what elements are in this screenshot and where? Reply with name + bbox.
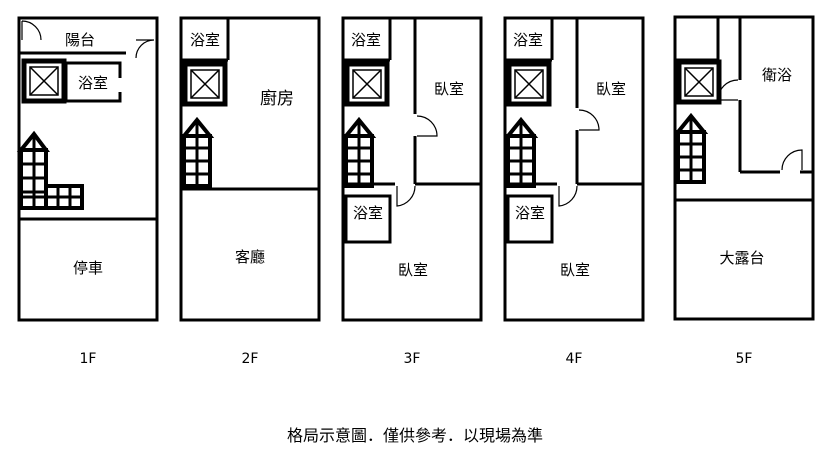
floor-label-4f: 4F <box>566 351 583 367</box>
room-label-parking: 停車 <box>73 259 103 277</box>
staircase-icon <box>506 118 536 188</box>
room-label-bathroom-top: 浴室 <box>351 31 381 49</box>
door-icon <box>21 20 42 41</box>
floor-label-3f: 3F <box>404 351 421 367</box>
floor-plan-5f: 衛浴 大露台 <box>673 15 815 321</box>
elevator-shaft-icon <box>509 64 549 104</box>
room-label-bathroom: 衛浴 <box>762 66 792 84</box>
room-label-bathroom-top: 浴室 <box>513 31 543 49</box>
staircase-icon <box>16 130 84 210</box>
floor-plan-4f: 浴室 臥室 浴室 臥室 <box>503 16 645 322</box>
room-label-balcony: 陽台 <box>65 31 95 49</box>
room-label-terrace: 大露台 <box>719 249 764 267</box>
door-icon <box>416 115 438 137</box>
room-label-bedroom-bottom: 臥室 <box>398 261 428 279</box>
room-label-bathroom-mid: 浴室 <box>353 204 383 222</box>
room-label-bathroom: 浴室 <box>190 31 220 49</box>
floor-label-5f: 5F <box>736 351 753 367</box>
staircase-icon <box>676 114 706 184</box>
door-icon <box>135 39 155 59</box>
floor-label-2f: 2F <box>242 351 259 367</box>
floor-plan-1f: 陽台 浴室 停車 <box>16 16 159 322</box>
room-label-bathroom: 浴室 <box>78 74 108 92</box>
staircase-icon <box>344 118 374 188</box>
elevator-shaft-icon <box>347 64 387 104</box>
elevator-shaft-icon <box>185 64 225 104</box>
door-icon <box>578 109 600 131</box>
room-label-bedroom-right: 臥室 <box>434 80 464 98</box>
disclaimer-caption: 格局示意圖．僅供參考．以現場為準 <box>287 426 543 445</box>
floor-plan-3f: 浴室 臥室 浴室 臥室 <box>341 16 483 322</box>
room-label-bedroom-right: 臥室 <box>596 80 626 98</box>
elevator-shaft-icon <box>679 62 719 102</box>
door-icon <box>781 149 803 171</box>
floor-label-1f: 1F <box>80 351 97 367</box>
room-label-living-room: 客廳 <box>235 248 265 266</box>
floor-plan-2f: 浴室 廚房 客廳 <box>179 16 321 322</box>
room-label-bedroom-bottom: 臥室 <box>560 261 590 279</box>
room-label-bathroom-mid: 浴室 <box>515 204 545 222</box>
room-label-kitchen: 廚房 <box>260 88 294 109</box>
staircase-icon <box>182 118 212 188</box>
door-icon <box>396 185 416 207</box>
elevator-shaft-icon <box>24 61 64 101</box>
door-icon <box>558 185 578 207</box>
